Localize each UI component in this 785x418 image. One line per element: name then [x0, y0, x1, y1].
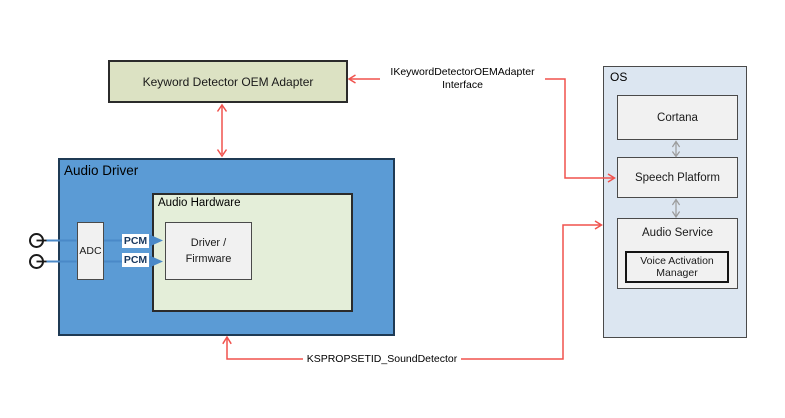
gray-double-arrow-speech-audioservice — [671, 198, 681, 219]
pcm-label-top: PCM — [122, 234, 149, 248]
voice-activation-manager-label-line1: Voice Activation — [640, 254, 714, 267]
voice-activation-manager-box: Voice Activation Manager — [625, 251, 729, 283]
gray-double-arrow-cortana-speech — [671, 140, 681, 158]
red-connector-ikeyword-interface — [347, 74, 616, 183]
ksprop-sounddetector-label: KSPROPSETID_SoundDetector — [303, 352, 461, 366]
ikeyword-interface-label-line1: IKeywordDetectorOEMAdapter — [390, 66, 535, 78]
cortana-label: Cortana — [657, 111, 698, 124]
cortana-box: Cortana — [617, 95, 738, 140]
red-double-arrow-adapter-driver — [216, 103, 228, 158]
keyword-detector-oem-adapter-label: Keyword Detector OEM Adapter — [142, 74, 314, 89]
driver-firmware-label-line1: Driver / — [190, 237, 227, 249]
red-connector-ksprop-sounddetector — [222, 220, 603, 360]
audio-driver-label: Audio Driver — [64, 163, 139, 178]
voice-activation-manager-label-line2: Manager — [656, 267, 698, 279]
speech-platform-box: Speech Platform — [617, 157, 738, 198]
ikeyword-interface-label: IKeywordDetectorOEMAdapter Interface — [380, 66, 545, 91]
pcm-label-bottom: PCM — [122, 253, 149, 267]
mic-input-icon-top — [29, 233, 47, 248]
speech-platform-label: Speech Platform — [634, 171, 720, 184]
audio-hardware-label: Audio Hardware — [158, 197, 241, 209]
audio-service-label: Audio Service — [642, 227, 713, 239]
adc-box: ADC — [77, 222, 104, 280]
os-label: OS — [610, 70, 628, 84]
ikeyword-interface-label-line2: Interface — [442, 78, 483, 91]
driver-firmware-box: Driver / Firmware — [165, 222, 252, 280]
adc-label: ADC — [79, 245, 102, 257]
mic-input-icon-bottom — [29, 254, 47, 269]
keyword-detector-oem-adapter-box: Keyword Detector OEM Adapter — [108, 60, 348, 103]
driver-firmware-label-line2: Firmware — [185, 253, 232, 265]
